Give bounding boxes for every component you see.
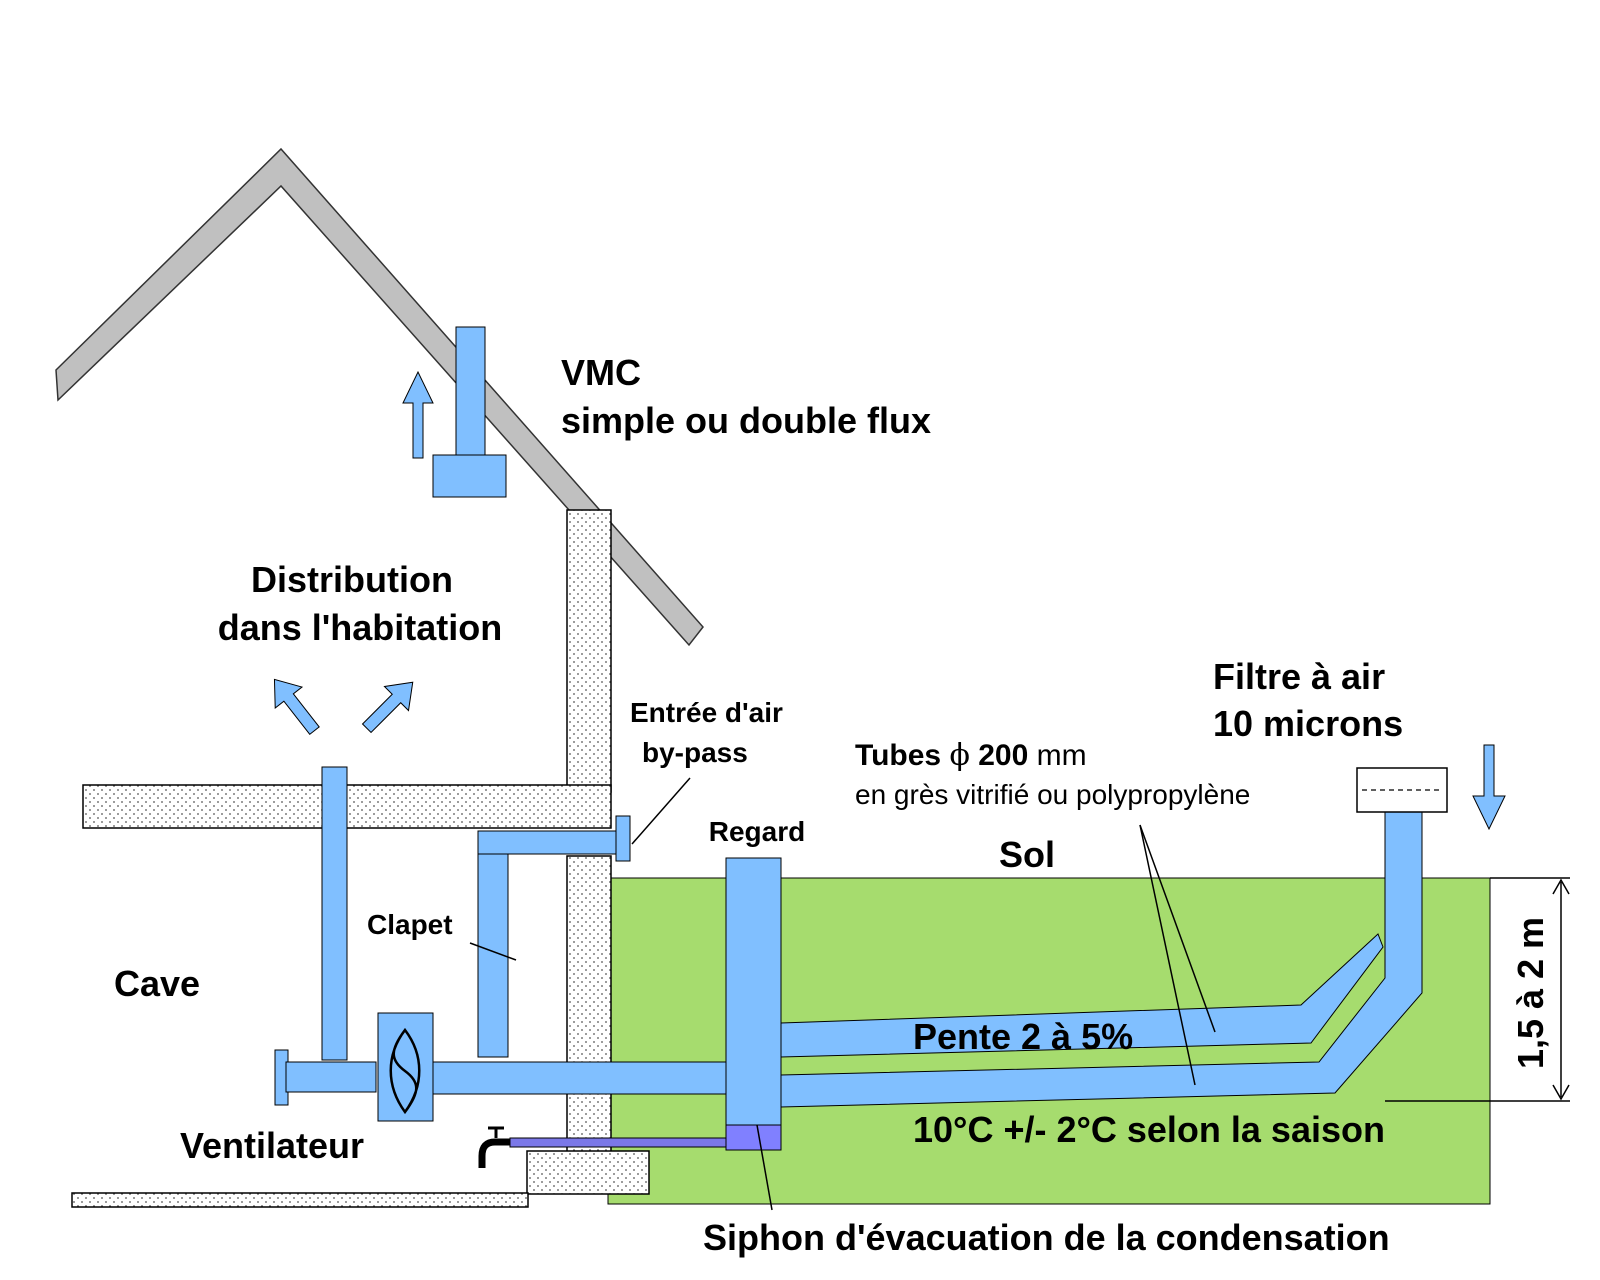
regard-shaft (725, 857, 782, 1151)
slope-label: Pente 2 à 5% (913, 1016, 1133, 1057)
fan-icon (389, 1027, 421, 1115)
siphon-label: Siphon d'évacuation de la condensation (703, 1217, 1390, 1258)
wall-foundation (526, 1150, 650, 1195)
cave-label: Cave (114, 963, 200, 1004)
vmc-duct (455, 326, 486, 458)
ground-tube-upper (780, 933, 1384, 1058)
regard-label: Regard (709, 816, 805, 847)
vmc-unit (432, 454, 507, 498)
roof (55, 147, 704, 647)
distribution-label: Distribution (251, 559, 453, 600)
soil-label: Sol (999, 834, 1055, 875)
distribution-riser (321, 766, 348, 1061)
bypass-duct-vertical (477, 830, 509, 1058)
temperature-label: 10°C +/- 2°C selon la saison (913, 1109, 1385, 1150)
tubes-prefix: Tubes (855, 739, 949, 772)
depth-label: 1,5 à 2 m (1510, 917, 1551, 1069)
depth-arrowhead-top (1552, 878, 1570, 895)
condensate-drain-pipe (509, 1137, 727, 1148)
distribution-sub-label: dans l'habitation (218, 607, 503, 648)
tubes-material-label: en grès vitrifié ou polypropylène (855, 779, 1250, 810)
main-duct (432, 1061, 729, 1095)
tubes-label: Tubes ϕ 200 mm (855, 738, 1087, 773)
bypass-inlet-sub-label: by-pass (642, 737, 748, 768)
filter-spec-label: 10 microns (1213, 703, 1403, 744)
condensate-level (725, 1124, 782, 1151)
bypass-duct-horizontal (477, 830, 631, 855)
arrow-up-icon (402, 370, 434, 459)
duct-network (274, 326, 1423, 1151)
arrow-diagonal-icon (273, 678, 414, 736)
ventilateur-label: Ventilateur (180, 1125, 364, 1166)
cave-vent-stub (285, 1061, 377, 1093)
house-wall-lower (566, 855, 612, 1153)
tap-icon (478, 1126, 510, 1168)
bypass-inlet-label: Entrée d'air (630, 697, 783, 728)
tubes-diameter-symbol: ϕ (949, 738, 969, 773)
vmc-type-label: simple ou double flux (561, 400, 931, 441)
leader-lines (469, 777, 1216, 1211)
filter-label: Filtre à air (1213, 656, 1385, 697)
ground-slab (71, 1192, 529, 1208)
tubes-unit: mm (1028, 739, 1086, 772)
house-wall-upper (566, 509, 612, 793)
depth-arrowhead-bottom (1552, 1084, 1570, 1101)
vmc-label: VMC (561, 352, 641, 393)
bypass-air-inlet (615, 815, 631, 862)
tubes-size: 200 (970, 739, 1028, 772)
clapet-label: Clapet (367, 909, 453, 940)
arrow-down-icon (1472, 744, 1506, 831)
